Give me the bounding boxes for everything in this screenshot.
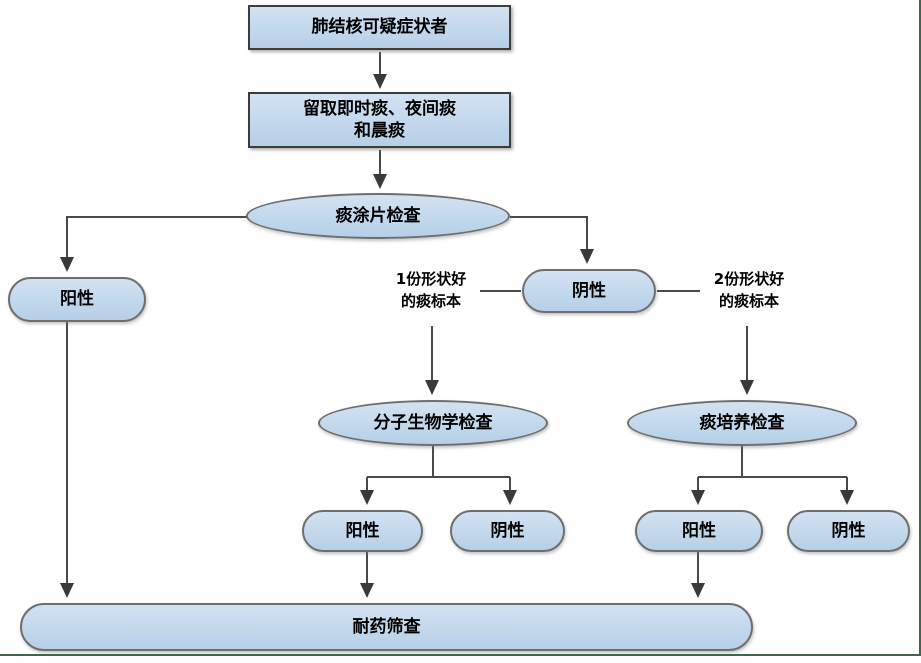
label-two-good-samples: 2份形状好 的痰标本 — [701, 268, 797, 312]
node-culture-negative-label: 阴性 — [831, 520, 866, 541]
node-drug-resistance-screening-label: 耐药筛查 — [352, 616, 421, 637]
node-culture-negative: 阴性 — [787, 510, 910, 552]
frame-right-border — [919, 0, 921, 656]
label-one-good-sample-line1: 1份形状好 — [395, 270, 467, 288]
node-smear-negative: 阴性 — [522, 269, 656, 313]
node-smear-positive: 阳性 — [8, 277, 146, 322]
node-culture-test-label: 痰培养检查 — [699, 412, 785, 433]
node-suspect-symptoms: 肺结核可疑症状者 — [248, 5, 511, 50]
label-one-good-sample: 1份形状好 的痰标本 — [383, 268, 479, 312]
node-smear-test: 痰涂片检查 — [246, 193, 510, 239]
node-smear-positive-label: 阳性 — [60, 289, 94, 310]
node-smear-test-label: 痰涂片检查 — [335, 205, 421, 226]
label-two-good-samples-line1: 2份形状好 — [713, 270, 785, 288]
node-suspect-symptoms-label: 肺结核可疑症状者 — [311, 17, 448, 38]
label-two-good-samples-line2: 的痰标本 — [718, 292, 779, 310]
node-collect-sputum-label-line1: 留取即时痰、夜间痰 — [303, 98, 456, 119]
node-culture-test: 痰培养检查 — [627, 400, 857, 446]
label-one-good-sample-line2: 的痰标本 — [400, 292, 461, 310]
node-smear-negative-label: 阴性 — [572, 280, 606, 301]
node-molecular-negative-label: 阴性 — [490, 520, 525, 541]
node-molecular-positive-label: 阳性 — [345, 520, 380, 541]
node-molecular-negative: 阴性 — [450, 510, 565, 552]
node-collect-sputum-label-line2: 和晨痰 — [354, 121, 405, 141]
node-collect-sputum: 留取即时痰、夜间痰 和晨痰 — [248, 92, 511, 148]
frame-bottom-border — [0, 654, 921, 656]
node-drug-resistance-screening: 耐药筛查 — [20, 603, 753, 651]
node-culture-positive-label: 阳性 — [682, 520, 716, 541]
node-molecular-positive: 阳性 — [302, 510, 423, 552]
node-molecular-test-label: 分子生物学检查 — [373, 412, 493, 433]
node-culture-positive: 阳性 — [635, 510, 763, 552]
node-molecular-test: 分子生物学检查 — [318, 400, 548, 446]
